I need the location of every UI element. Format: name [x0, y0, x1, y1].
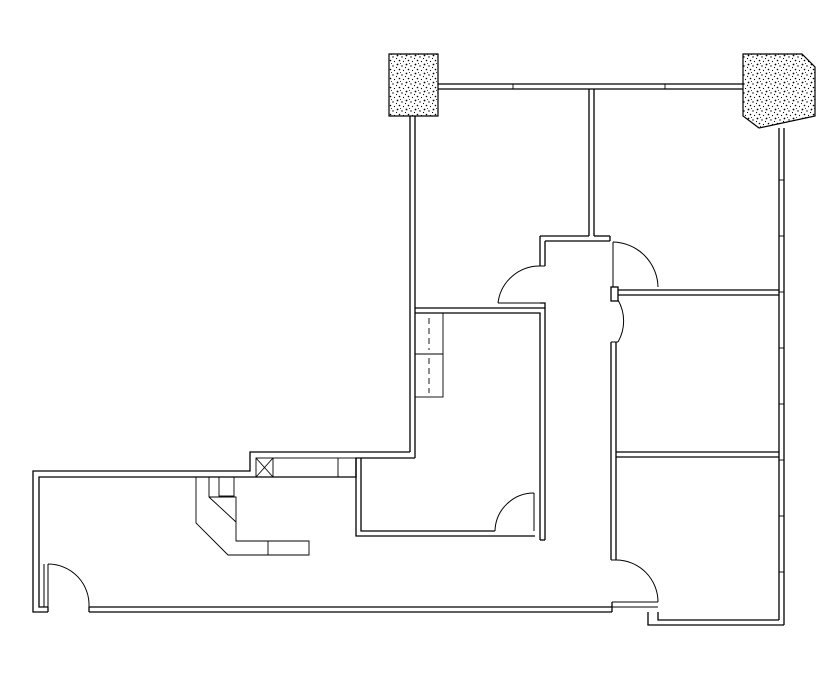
- top-window-wall: [438, 83, 743, 90]
- right-window-wall: [778, 128, 785, 625]
- reception-desk: [195, 476, 310, 556]
- office-door-left: [497, 265, 545, 304]
- upper-counter: [255, 457, 357, 478]
- column-left: [388, 53, 439, 117]
- left-exterior-wall: [32, 116, 416, 613]
- bottom-right-wall: [647, 612, 784, 626]
- office-door-right: [612, 241, 659, 288]
- right-office-partition-top: [610, 286, 779, 343]
- storage-room: [355, 458, 535, 537]
- entry-door: [43, 563, 90, 608]
- office-door-bottom-right: [611, 559, 659, 612]
- top-partition: [539, 89, 611, 266]
- corridor-walls: [415, 302, 617, 560]
- column-right: [742, 53, 816, 129]
- right-office-partition-bottom: [616, 451, 779, 458]
- shelving: [414, 312, 444, 398]
- bottom-wall: [47, 606, 612, 613]
